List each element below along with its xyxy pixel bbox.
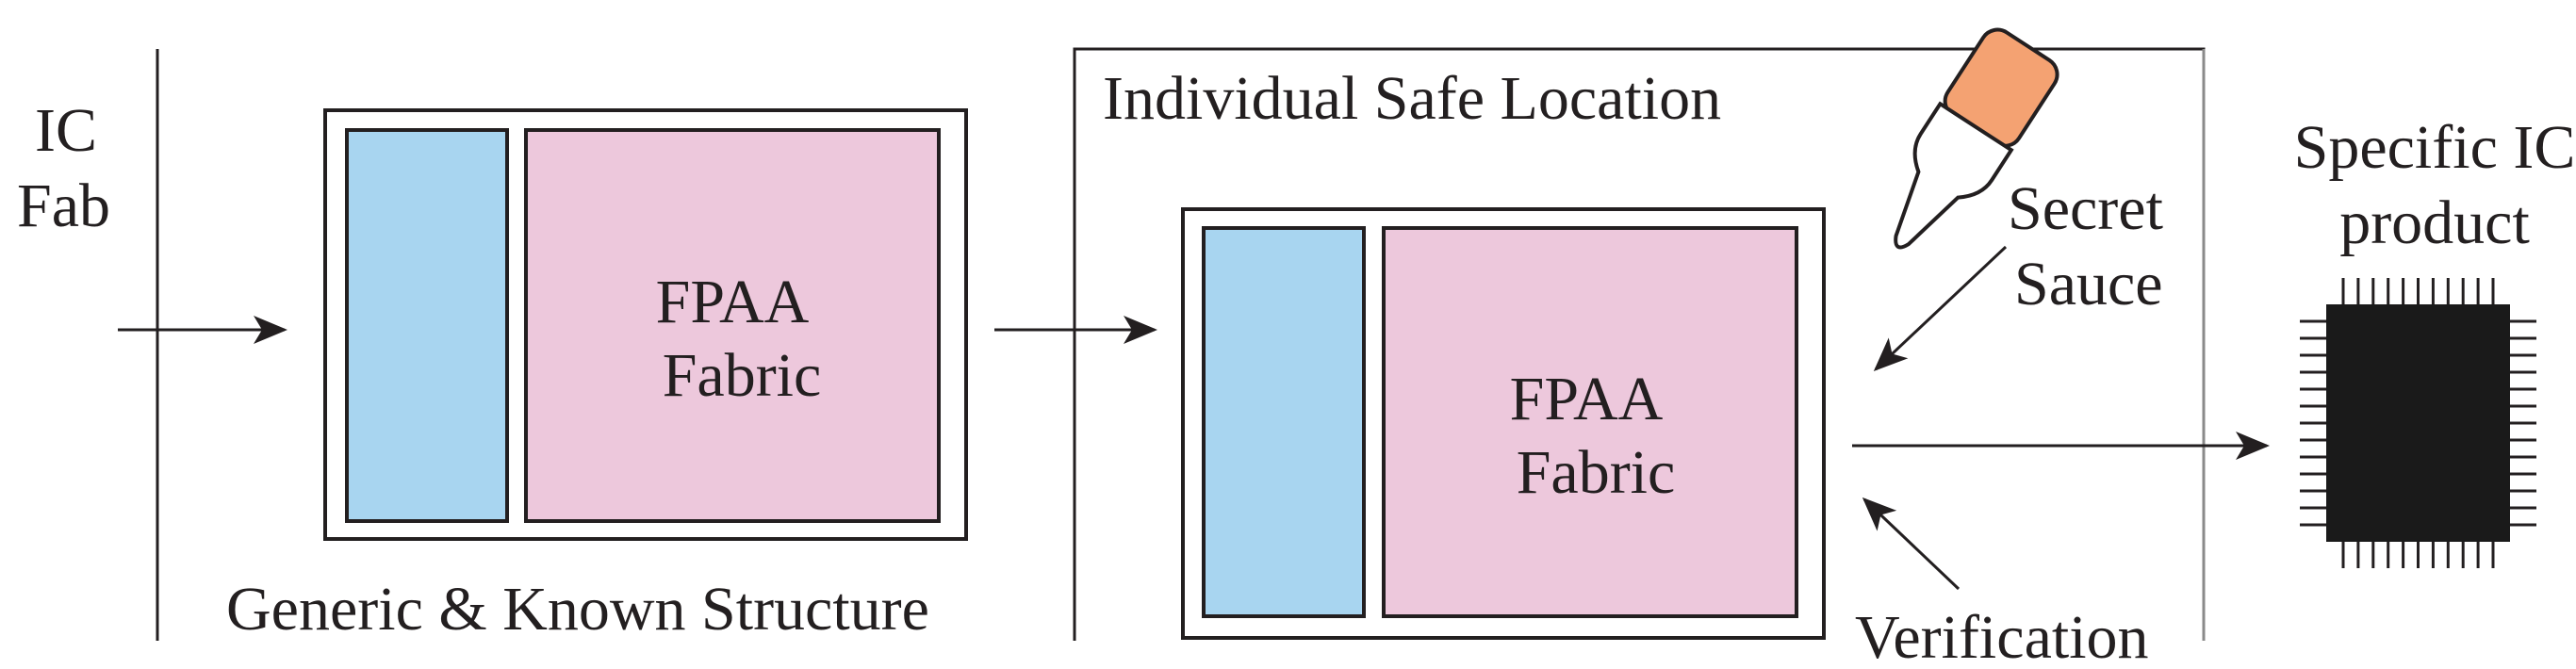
ic-fab-label-line1: IC [35, 96, 97, 165]
safe-location-label: Individual Safe Location [1103, 64, 1721, 133]
ic-fab-label-line2: Fab [17, 171, 110, 240]
safe-fpaa-fabric [1382, 226, 1798, 618]
product-label-line1: Specific IC [2294, 113, 2576, 182]
generic-structure-caption: Generic & Known Structure [226, 575, 929, 644]
generic-fpaa-fabric [524, 128, 941, 523]
secret-sauce-label-line1: Secret [2008, 174, 2163, 243]
chip-pins [2300, 278, 2536, 568]
safe-fabric-label-line1: FPAA [1510, 365, 1664, 433]
dropper-icon [1894, 27, 2059, 250]
generic-fabric-label-line1: FPAA [656, 268, 810, 336]
secret-sauce-label-line2: Sauce [2014, 250, 2163, 318]
safe-blue-block [1202, 226, 1366, 618]
product-label-line2: product [2339, 188, 2530, 257]
verification-label: Verification [1855, 603, 2149, 669]
verification-arrow [1862, 497, 1961, 591]
generic-structure-block: FPAA Fabric [323, 108, 968, 541]
chip-icon [2300, 278, 2536, 568]
generic-fabric-label-line2: Fabric [663, 341, 822, 410]
chip-body [2326, 304, 2510, 542]
safe-structure-block: FPAA Fabric [1181, 207, 1826, 640]
safe-fabric-label-line2: Fabric [1517, 438, 1676, 507]
generic-blue-block [345, 128, 509, 523]
secret-sauce-arrow [1873, 245, 2008, 372]
